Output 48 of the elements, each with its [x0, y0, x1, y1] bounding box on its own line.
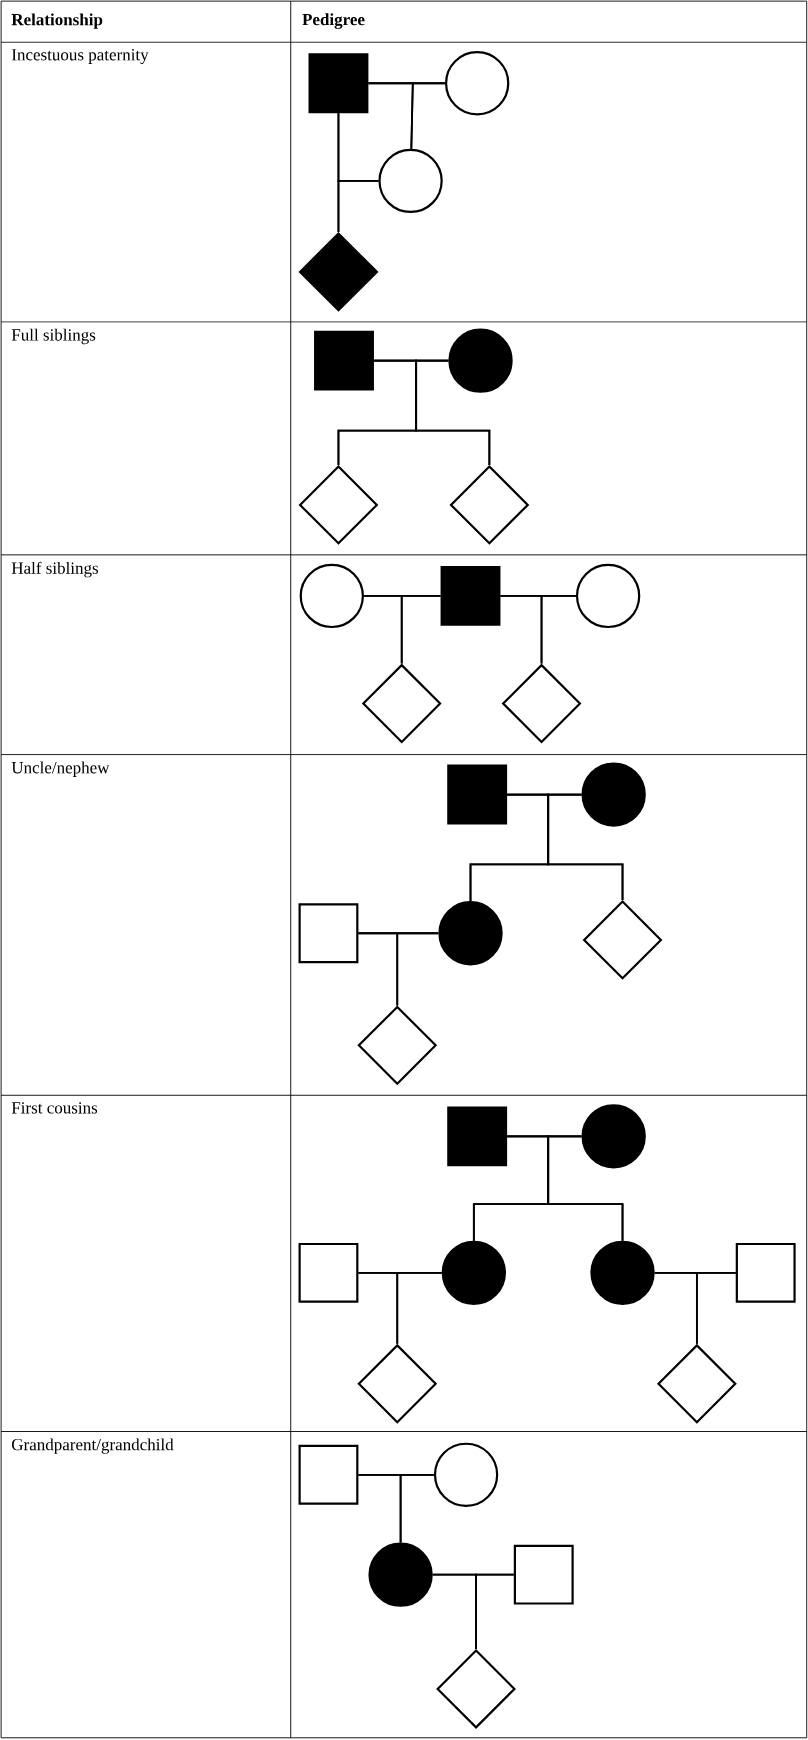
square-symbol	[314, 330, 375, 391]
circle-symbol	[299, 563, 365, 629]
row-label: Full siblings	[11, 328, 96, 345]
circle-symbol	[576, 563, 641, 629]
circle-symbol	[378, 148, 443, 214]
circle-symbol	[433, 1442, 499, 1507]
square-symbol	[298, 1444, 359, 1505]
square-symbol	[308, 53, 369, 114]
circle-symbol	[445, 51, 510, 116]
square-symbol	[298, 1242, 359, 1303]
pedigree-line	[696, 1271, 737, 1345]
row-label: Incestuous paternity	[12, 49, 149, 64]
pedigree-line	[547, 793, 624, 901]
diamond-symbol	[298, 465, 379, 545]
diamond-symbol	[582, 900, 663, 980]
pedigree-line	[399, 1473, 435, 1544]
column-header: Pedigree	[302, 13, 365, 29]
circle-symbol	[590, 1240, 655, 1305]
square-symbol	[440, 565, 501, 626]
diamond-symbol	[657, 1343, 737, 1424]
circle-symbol	[448, 328, 513, 393]
pedigree-line	[547, 1135, 624, 1242]
pedigree-line	[540, 595, 577, 665]
pedigree-line	[415, 359, 491, 466]
row-label: Uncle/nephew	[11, 761, 110, 777]
column-header: Relationship	[11, 13, 103, 29]
square-symbol	[447, 764, 508, 825]
pedigree-line	[400, 595, 442, 665]
square-symbol	[298, 903, 359, 964]
row-label: Half siblings	[11, 561, 99, 578]
circle-symbol	[438, 901, 503, 966]
pedigree-line	[396, 932, 440, 1007]
row-label: Grandparent/grandchild	[12, 1438, 174, 1454]
circle-symbol	[368, 1542, 433, 1607]
diamond-symbol	[298, 231, 379, 312]
pedigree-line	[475, 1573, 515, 1650]
row-label: First cousins	[11, 1102, 98, 1114]
circle-symbol	[581, 762, 646, 827]
diamond-symbol	[361, 663, 442, 744]
circle-symbol	[441, 1240, 507, 1305]
pedigree-line	[337, 180, 380, 233]
pedigree-line	[396, 1271, 443, 1345]
square-symbol	[513, 1544, 574, 1605]
pedigree-line	[410, 82, 446, 150]
diamond-symbol	[501, 663, 582, 744]
square-symbol	[735, 1242, 796, 1303]
square-symbol	[447, 1106, 508, 1167]
circle-symbol	[581, 1104, 646, 1169]
